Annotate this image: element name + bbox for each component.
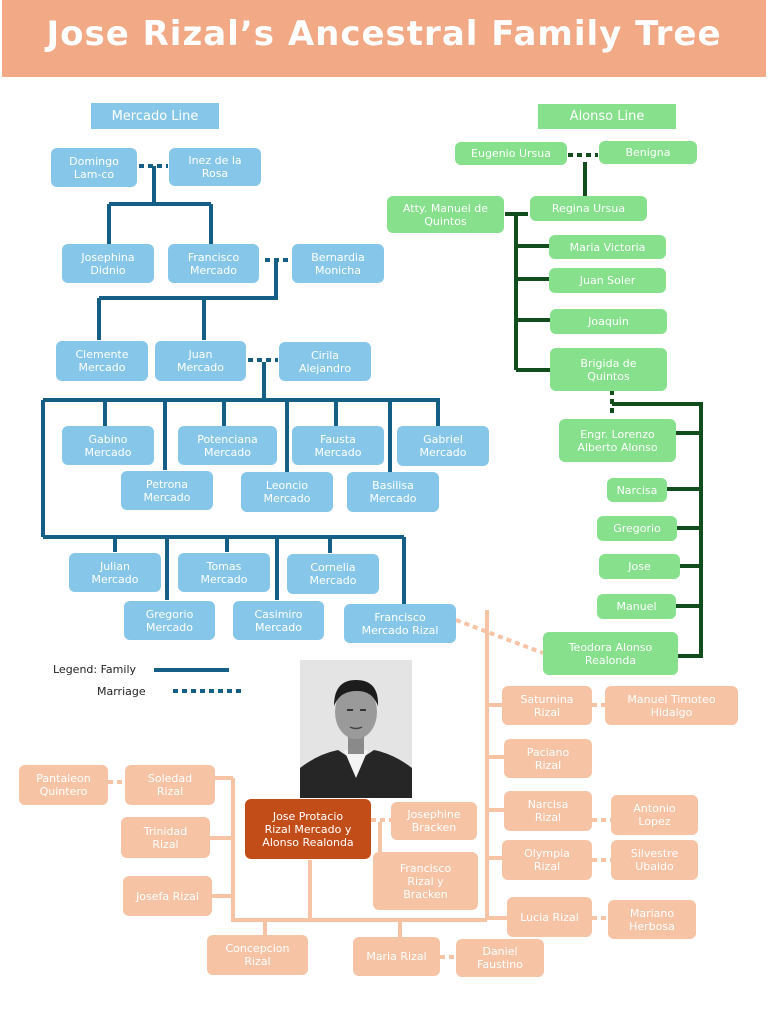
person-juan-soler[interactable]: Juan Soler	[549, 268, 666, 293]
title-banner: Jose Rizal’s Ancestral Family Tree	[2, 0, 766, 77]
legend-marriage-label: Marriage	[97, 685, 146, 698]
person-regina-ursua[interactable]: Regina Ursua	[530, 196, 647, 221]
mercado-line-header: Mercado Line	[91, 103, 219, 129]
alonso-line-header: Alonso Line	[538, 104, 676, 129]
jose-rizal-portrait	[300, 660, 412, 798]
person-maria-rizal[interactable]: Maria Rizal	[353, 937, 440, 976]
person-joaquin[interactable]: Joaquin	[550, 309, 667, 334]
alonso-marriage-lines	[568, 153, 614, 416]
person-benigna[interactable]: Benigna	[599, 141, 697, 164]
page-title: Jose Rizal’s Ancestral Family Tree	[46, 14, 722, 54]
rizal-marriage-lines	[108, 618, 611, 959]
person-eugenio-ursua[interactable]: Eugenio Ursua	[455, 142, 567, 165]
alonso-family-lines	[505, 162, 703, 658]
person-manuel-alonso[interactable]: Manuel	[597, 594, 676, 619]
person-narcisa-alonso[interactable]: Narcisa	[607, 478, 667, 502]
person-lucia-rizal[interactable]: Lucia Rizal	[507, 897, 592, 937]
person-maria-victoria[interactable]: Maria Victoria	[549, 235, 666, 259]
rizal-family-lines	[210, 610, 507, 937]
person-gregorio-alonso[interactable]: Gregorio	[597, 516, 677, 541]
person-jose-alonso[interactable]: Jose	[599, 554, 680, 579]
person-josefa-rizal[interactable]: Josefa Rizal	[123, 876, 212, 916]
legend-family-label: Legend: Family	[53, 663, 137, 676]
mercado-family-lines	[41, 166, 440, 605]
mercado-marriage-lines	[139, 164, 292, 362]
